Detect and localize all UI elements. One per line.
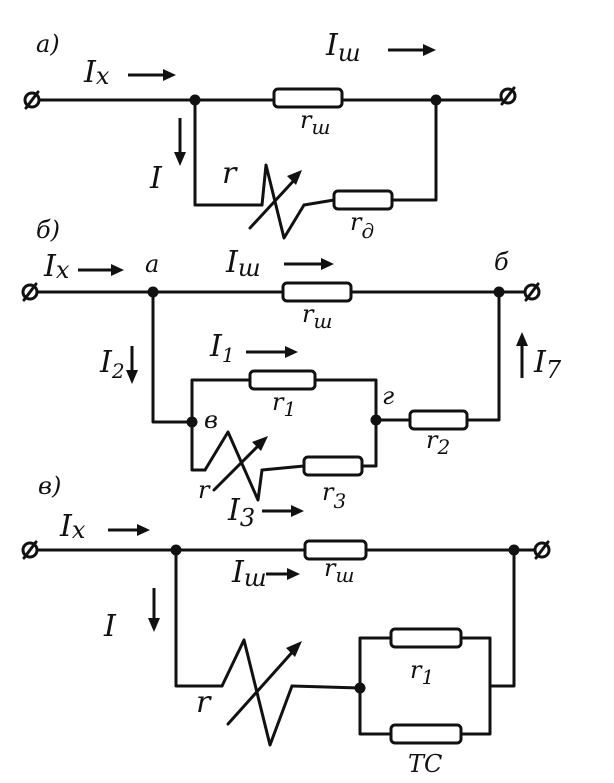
resistor-r-sh: [272, 87, 344, 109]
diagram-v-tag: в): [38, 472, 61, 500]
arrow-i: [148, 588, 160, 632]
parallel-lower-right: [459, 684, 492, 736]
diagram-a-tag: а): [36, 30, 60, 58]
label-r: r: [222, 156, 238, 191]
lower-inner-mid: [260, 464, 306, 472]
label-r-sh: rш: [300, 106, 330, 139]
label-r: r: [196, 685, 212, 720]
resistor-r-sh: [303, 539, 368, 561]
arrow-i-sh: [266, 568, 300, 580]
label-r: r: [198, 476, 211, 504]
label-node-b: б: [494, 248, 509, 276]
terminal-left: [23, 90, 41, 110]
resistor-r-d: [332, 189, 394, 211]
node-b: [493, 286, 505, 298]
label-r-2: r2: [426, 426, 450, 459]
branch-wire-right: [465, 290, 501, 422]
diagram-b: б): [21, 216, 562, 532]
arrow-i-1: [246, 346, 298, 358]
label-i-sh: Iш: [231, 555, 267, 592]
parallel-upper-left: [358, 636, 393, 690]
arrow-i-3: [262, 505, 304, 517]
arrow-i-sh: [284, 258, 334, 270]
node-g: [370, 414, 382, 426]
label-i: I: [103, 609, 117, 644]
label-i-7: I7: [533, 345, 562, 384]
variable-resistor-r: [203, 430, 268, 502]
node-v: [186, 416, 198, 428]
branch-wire-right: [390, 98, 438, 202]
variable-resistor-r: [220, 638, 302, 747]
node: [430, 94, 442, 106]
label-r-sh: rш: [302, 300, 332, 333]
label-i-1: I1: [209, 329, 235, 367]
label-r-sh: rш: [324, 554, 354, 587]
label-r-1: r1: [410, 656, 434, 689]
label-node-a: а: [145, 250, 159, 278]
variable-resistor-r: [248, 163, 306, 240]
node: [189, 94, 201, 106]
resistor-r-sh: [281, 281, 353, 303]
diagram-b-tag: б): [36, 216, 60, 244]
arrow-i-x: [128, 69, 176, 81]
node-a: [147, 286, 159, 298]
node: [170, 544, 182, 556]
branch-wire-right: [459, 548, 516, 688]
label-i-sh: Iш: [225, 245, 261, 282]
label-r-3: r3: [322, 478, 346, 513]
parallel-lower-left: [358, 686, 393, 736]
resistor-r-1: [248, 369, 317, 391]
branch-wire-left: [151, 290, 194, 424]
terminal-right: [499, 86, 517, 106]
terminal-right: [533, 540, 551, 560]
label-r-1: r1: [272, 388, 296, 421]
terminal-right: [523, 282, 541, 302]
arrow-i-x: [78, 264, 124, 276]
lower-inner-left: [190, 420, 207, 472]
label-i-x: Ix: [83, 55, 110, 90]
arrow-i-2: [126, 346, 138, 384]
branch-wire-left: [174, 548, 224, 688]
branch-wire-left: [193, 98, 264, 207]
label-i-2: I2: [99, 345, 125, 383]
node: [354, 682, 366, 694]
label-tc: ТС: [408, 750, 442, 778]
branch-wire-mid: [302, 198, 336, 207]
label-i-3: I3: [227, 493, 255, 532]
resistor-r-2: [408, 409, 469, 431]
terminal-left: [21, 282, 39, 302]
resistor-tc: [389, 723, 463, 745]
arrow-i-sh: [388, 44, 436, 56]
label-i-sh: Iш: [325, 28, 361, 67]
label-i: I: [149, 161, 163, 196]
label-r-d: rд: [350, 208, 374, 243]
node: [508, 544, 520, 556]
diagram-a: а): [23, 28, 517, 243]
terminal-left: [21, 540, 39, 560]
resistor-r-1: [389, 627, 463, 649]
upper-inner-right: [313, 378, 378, 468]
label-node-v: в: [204, 406, 218, 434]
arrow-i: [174, 118, 186, 166]
resistor-r-3: [302, 455, 364, 477]
label-i-x: Ix: [43, 249, 70, 284]
upper-inner-left: [190, 378, 252, 424]
diagram-v: в): [21, 472, 551, 778]
arrow-i-7: [516, 332, 528, 378]
arrow-i-x: [108, 524, 150, 536]
branch-wire-mid: [290, 684, 362, 690]
label-i-x: Ix: [59, 509, 86, 544]
label-node-g: г: [382, 382, 394, 410]
